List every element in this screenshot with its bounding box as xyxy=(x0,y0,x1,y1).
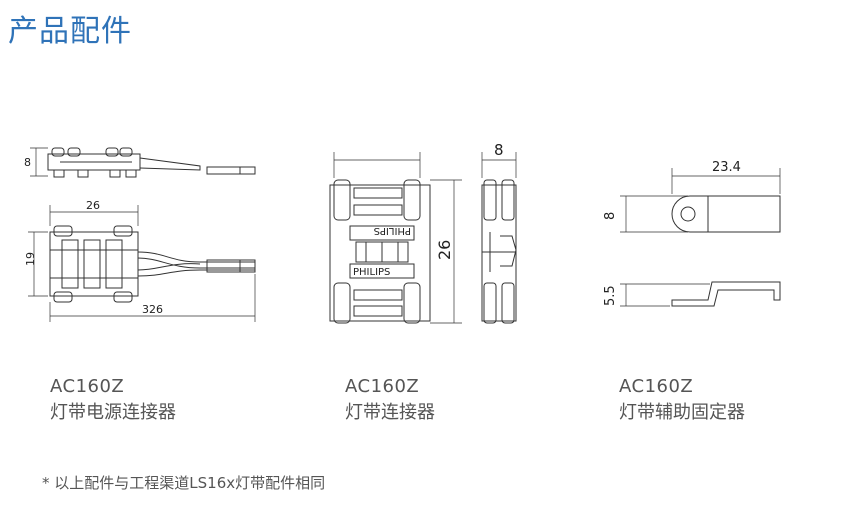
dim-width-label: 8 xyxy=(494,141,504,159)
product-name: 灯带电源连接器 xyxy=(50,402,176,423)
product-code: AC160Z xyxy=(50,376,125,397)
power-connector-top-view xyxy=(28,205,256,322)
product-caption-strip-connector: AC160Z 灯带连接器 xyxy=(345,374,435,426)
product-name: 灯带连接器 xyxy=(345,402,435,423)
dim-length-label: 326 xyxy=(142,303,163,316)
strip-connector-side-view xyxy=(481,152,517,324)
fixer-top-view xyxy=(620,168,781,233)
fixer-side-view xyxy=(620,281,781,307)
brand-mark-inverted: PHILIPS xyxy=(374,225,411,236)
dim-height-label: 8 xyxy=(24,156,31,169)
power-connector-side-view xyxy=(30,147,256,178)
brand-mark: PHILIPS xyxy=(353,267,390,278)
dim-depth-label: 19 xyxy=(24,252,37,266)
product-code: AC160Z xyxy=(619,376,694,397)
product-caption-fixer: AC160Z 灯带辅助固定器 xyxy=(619,374,745,426)
dim-height-label: 5.5 xyxy=(603,285,618,306)
footnote: * 以上配件与工程渠道LS16x灯带配件相同 xyxy=(42,474,326,492)
dim-width-label: 26 xyxy=(86,199,100,212)
product-caption-power-connector: AC160Z 灯带电源连接器 xyxy=(50,374,176,426)
dim-width-label: 8 xyxy=(603,212,618,220)
dim-length-label: 23.4 xyxy=(712,160,741,175)
page-title: 产品配件 xyxy=(8,14,132,49)
product-name: 灯带辅助固定器 xyxy=(619,402,745,423)
strip-connector-front-view xyxy=(329,152,462,324)
product-code: AC160Z xyxy=(345,376,420,397)
dim-height-label: 26 xyxy=(435,240,454,260)
